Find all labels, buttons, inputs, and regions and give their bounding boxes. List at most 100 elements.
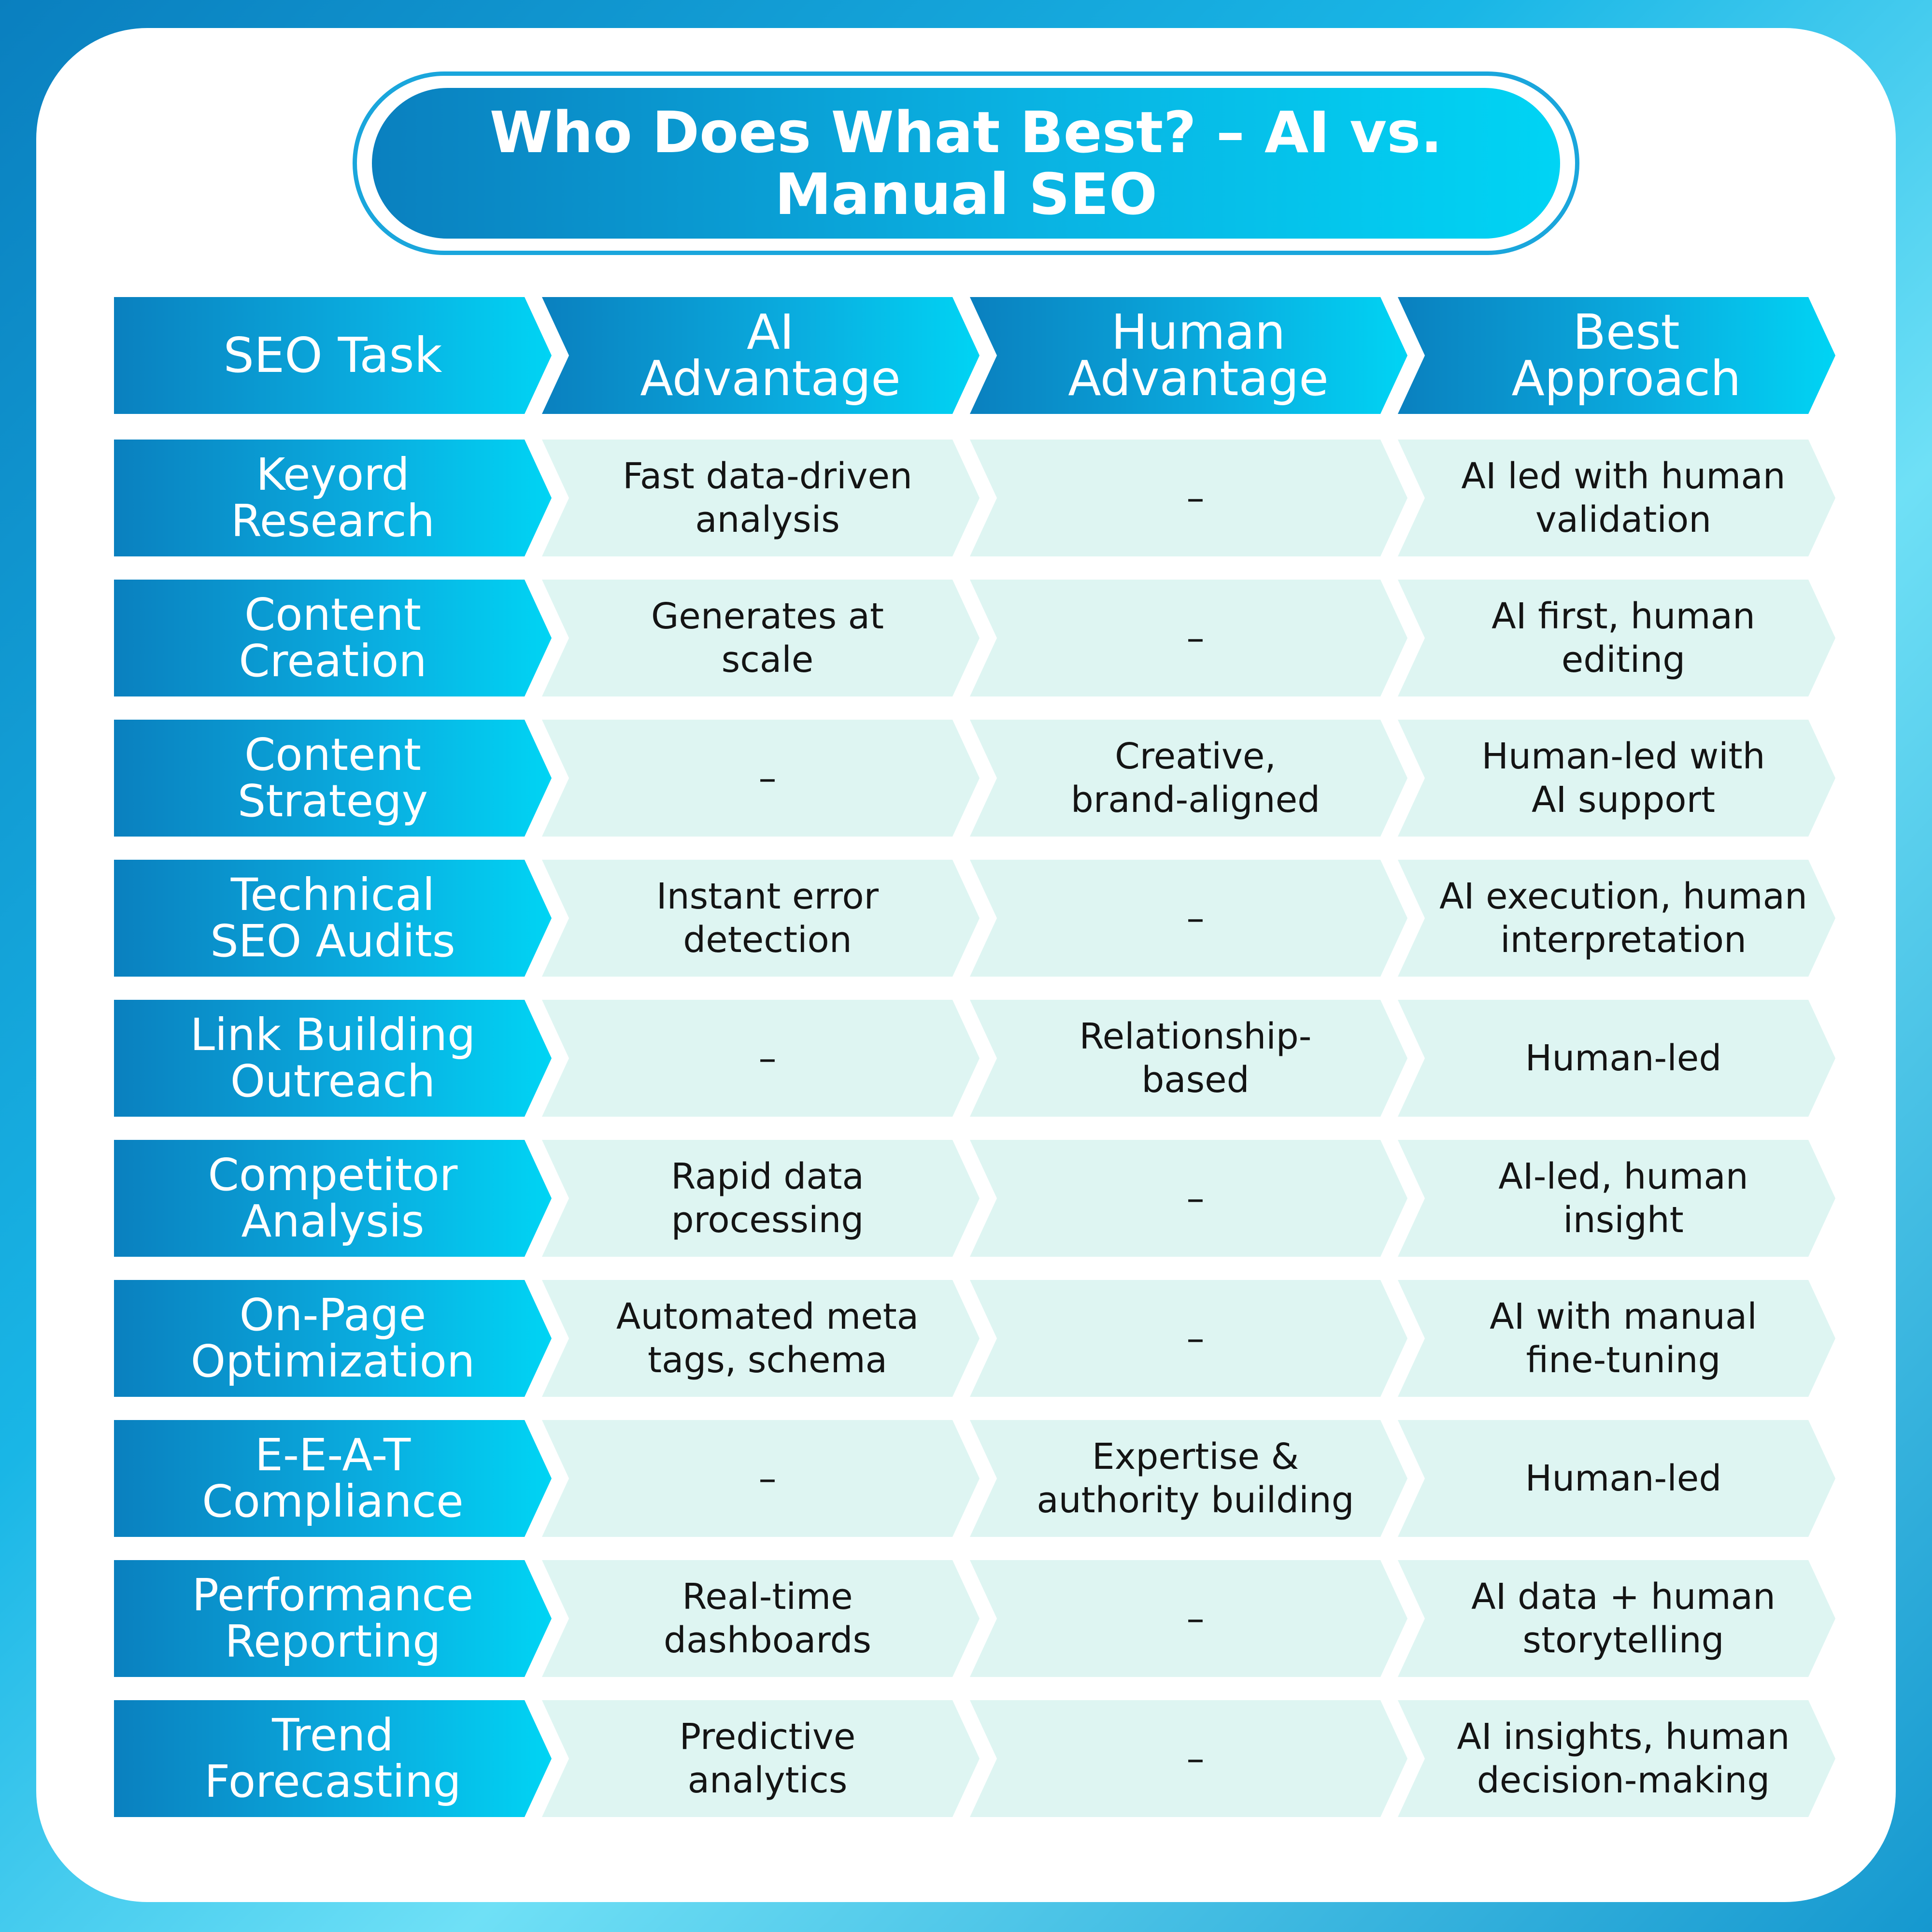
cell-text: Rapid data processing — [671, 1156, 864, 1241]
human-advantage-cell: Creative, brand-aligned — [970, 720, 1407, 837]
ai-advantage-cell: Generates at scale — [542, 580, 980, 696]
task-label: Keyord Research — [231, 449, 435, 547]
best-approach-cell: AI insights, human decision-making — [1398, 1700, 1835, 1817]
human-advantage-cell: – — [970, 1280, 1407, 1397]
task-label: Content Strategy — [237, 729, 428, 827]
header-label: SEO Task — [223, 327, 442, 384]
task-cell: Content Strategy — [114, 720, 552, 837]
header-human-advantage: Human Advantage — [970, 297, 1407, 414]
best-approach-cell: AI first, human editing — [1398, 580, 1835, 696]
cell-text: – — [1186, 897, 1205, 939]
best-approach-cell: Human-led with AI support — [1398, 720, 1835, 837]
cell-text: AI-led, human insight — [1498, 1156, 1748, 1241]
cell-text: Automated meta tags, schema — [616, 1296, 919, 1381]
best-approach-cell: AI with manual fine-tuning — [1398, 1280, 1835, 1397]
cell-text: – — [1186, 1738, 1205, 1779]
task-label: Performance Reporting — [192, 1569, 474, 1667]
ai-advantage-cell: Fast data-driven analysis — [542, 440, 980, 556]
task-label: Competitor Analysis — [208, 1149, 458, 1247]
ai-advantage-cell: Rapid data processing — [542, 1140, 980, 1257]
cell-text: Creative, brand-aligned — [1070, 736, 1321, 821]
page-title: Who Does What Best? – AI vs. Manual SEO — [489, 99, 1443, 227]
cell-text: Relationship- based — [1079, 1016, 1312, 1101]
task-label: Link Building Outreach — [190, 1009, 476, 1107]
table-row: Link Building Outreach – Relationship- b… — [114, 1000, 1835, 1117]
task-cell: Trend Forecasting — [114, 1700, 552, 1817]
cell-text: Human-led with AI support — [1481, 736, 1765, 821]
best-approach-cell: AI data + human storytelling — [1398, 1560, 1835, 1677]
ai-advantage-cell: – — [542, 1000, 980, 1117]
cell-text: – — [1186, 1598, 1205, 1639]
task-label: Content Creation — [239, 589, 427, 687]
header-label: Human Advantage — [1068, 304, 1329, 407]
human-advantage-cell: – — [970, 580, 1407, 696]
cell-text: Human-led — [1525, 1037, 1722, 1079]
header-seo-task: SEO Task — [114, 297, 552, 414]
human-advantage-cell: Relationship- based — [970, 1000, 1407, 1117]
cell-text: AI with manual fine-tuning — [1490, 1296, 1757, 1381]
task-cell: Technical SEO Audits — [114, 860, 552, 977]
table-row: Technical SEO Audits Instant error detec… — [114, 860, 1835, 977]
cell-text: – — [758, 757, 777, 799]
ai-advantage-cell: – — [542, 720, 980, 837]
task-cell: Link Building Outreach — [114, 1000, 552, 1117]
header-best-approach: Best Approach — [1398, 297, 1835, 414]
header-label: Best Approach — [1511, 304, 1741, 407]
human-advantage-cell: – — [970, 1700, 1407, 1817]
best-approach-cell: Human-led — [1398, 1000, 1835, 1117]
task-cell: Competitor Analysis — [114, 1140, 552, 1257]
ai-advantage-cell: Real-time dashboards — [542, 1560, 980, 1677]
best-approach-cell: AI led with human validation — [1398, 440, 1835, 556]
cell-text: Predictive analytics — [679, 1716, 856, 1801]
header-ai-advantage: AI Advantage — [542, 297, 980, 414]
table-row: Trend Forecasting Predictive analytics –… — [114, 1700, 1835, 1817]
ai-advantage-cell: Predictive analytics — [542, 1700, 980, 1817]
cell-text: AI led with human validation — [1461, 455, 1786, 540]
task-label: On-Page Optimization — [190, 1289, 475, 1387]
cell-text: – — [758, 1037, 777, 1079]
task-cell: Content Creation — [114, 580, 552, 696]
cell-text: – — [1186, 1318, 1205, 1359]
title-banner: Who Does What Best? – AI vs. Manual SEO — [372, 88, 1560, 239]
best-approach-cell: AI execution, human interpretation — [1398, 860, 1835, 977]
cell-text: AI insights, human decision-making — [1457, 1716, 1790, 1801]
table-row: Keyord Research Fast data-driven analysi… — [114, 440, 1835, 556]
task-label: Technical SEO Audits — [210, 869, 455, 967]
human-advantage-cell: Expertise & authority building — [970, 1420, 1407, 1537]
best-approach-cell: AI-led, human insight — [1398, 1140, 1835, 1257]
header-label: AI Advantage — [640, 304, 901, 407]
cell-text: Fast data-driven analysis — [623, 455, 912, 540]
ai-advantage-cell: – — [542, 1420, 980, 1537]
task-label: Trend Forecasting — [204, 1709, 461, 1807]
task-cell: Performance Reporting — [114, 1560, 552, 1677]
cell-text: – — [758, 1458, 777, 1499]
ai-advantage-cell: Instant error detection — [542, 860, 980, 977]
cell-text: Expertise & authority building — [1037, 1436, 1354, 1521]
cell-text: – — [1186, 617, 1205, 659]
cell-text: Real-time dashboards — [663, 1576, 872, 1661]
cell-text: AI data + human storytelling — [1471, 1576, 1776, 1661]
best-approach-cell: Human-led — [1398, 1420, 1835, 1537]
table-row: Performance Reporting Real-time dashboar… — [114, 1560, 1835, 1677]
table-row: Content Creation Generates at scale – AI… — [114, 580, 1835, 696]
ai-advantage-cell: Automated meta tags, schema — [542, 1280, 980, 1397]
human-advantage-cell: – — [970, 1560, 1407, 1677]
cell-text: Generates at scale — [651, 596, 884, 681]
task-cell: E-E-A-T Compliance — [114, 1420, 552, 1537]
cell-text: Instant error detection — [656, 876, 879, 961]
human-advantage-cell: – — [970, 1140, 1407, 1257]
cell-text: Human-led — [1525, 1458, 1722, 1499]
task-label: E-E-A-T Compliance — [202, 1429, 464, 1527]
human-advantage-cell: – — [970, 860, 1407, 977]
cell-text: AI execution, human interpretation — [1439, 876, 1807, 961]
table-row: On-Page Optimization Automated meta tags… — [114, 1280, 1835, 1397]
human-advantage-cell: – — [970, 440, 1407, 556]
table-header-row: SEO Task AI Advantage Human Advantage Be… — [114, 297, 1835, 414]
table-row: Content Strategy – Creative, brand-align… — [114, 720, 1835, 837]
cell-text: AI first, human editing — [1492, 596, 1755, 681]
cell-text: – — [1186, 477, 1205, 519]
cell-text: – — [1186, 1178, 1205, 1219]
task-cell: Keyord Research — [114, 440, 552, 556]
task-cell: On-Page Optimization — [114, 1280, 552, 1397]
table-row: E-E-A-T Compliance – Expertise & authori… — [114, 1420, 1835, 1537]
